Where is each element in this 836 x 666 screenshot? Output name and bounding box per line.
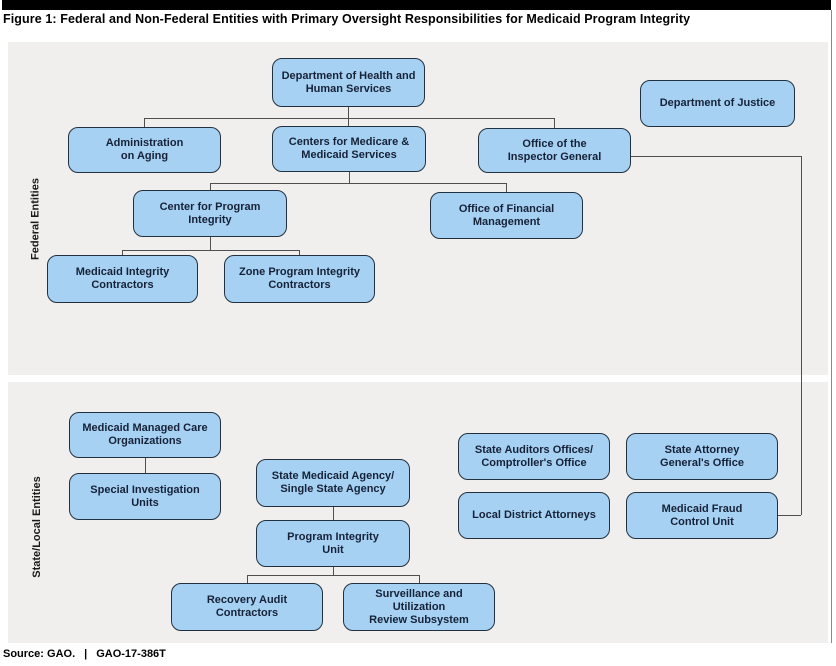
box-state-attorney-generals-office: State Attorney General's Office	[626, 433, 778, 480]
box-recovery-audit-contractors: Recovery Audit Contractors	[171, 583, 323, 631]
connector-piu-down	[333, 567, 334, 575]
box-surveillance-utilization-review-subsystem: Surveillance and Utilization Review Subs…	[343, 583, 495, 631]
connector-to-zpic	[299, 250, 300, 255]
federal-entities-label: Federal Entities	[29, 178, 42, 260]
figure-right-border	[831, 10, 832, 643]
connector-oig-mfcu-vertical	[801, 156, 802, 515]
box-zone-program-integrity-contractors: Zone Program Integrity Contractors	[224, 255, 375, 303]
connector-cms-children-rail	[210, 183, 507, 184]
box-department-of-health-and-human-services: Department of Health and Human Services	[272, 58, 425, 107]
box-office-of-financial-management: Office of Financial Management	[430, 192, 583, 239]
connector-cpi-children-rail	[122, 250, 300, 251]
source-label: Source: GAO.	[3, 648, 76, 660]
source-separator: |	[84, 648, 88, 660]
connector-sma-piu	[333, 507, 334, 520]
connector-into-mfcu	[778, 515, 801, 516]
box-center-for-program-integrity: Center for Program Integrity	[133, 190, 287, 237]
box-medicaid-fraud-control-unit: Medicaid Fraud Control Unit	[626, 492, 778, 539]
box-medicaid-managed-care-organizations: Medicaid Managed Care Organizations	[69, 412, 221, 458]
box-office-of-the-inspector-general: Office of the Inspector General	[478, 128, 631, 173]
top-black-bar	[2, 0, 831, 10]
connector-to-surs	[419, 575, 420, 583]
state-local-entities-label: State/Local Entities	[31, 476, 43, 578]
box-local-district-attorneys: Local District Attorneys	[458, 492, 610, 539]
connector-to-oig	[554, 118, 555, 128]
source-line: Source: GAO. | GAO-17-386T	[3, 648, 166, 660]
connector-dhhs-down	[348, 107, 349, 126]
box-state-medicaid-agency: State Medicaid Agency/ Single State Agen…	[256, 459, 410, 507]
connector-mmco-siu	[145, 458, 146, 473]
connector-dhhs-children-rail	[144, 118, 555, 119]
box-program-integrity-unit: Program Integrity Unit	[256, 520, 410, 567]
connector-oig-right	[631, 156, 801, 157]
box-state-auditors-comptrollers-office: State Auditors Offices/ Comptroller's Of…	[458, 433, 610, 480]
connector-to-rac	[247, 575, 248, 583]
box-centers-for-medicare-medicaid-services: Centers for Medicare & Medicaid Services	[272, 126, 426, 172]
connector-to-mic	[122, 250, 123, 255]
connector-to-aoa	[144, 118, 145, 127]
box-medicaid-integrity-contractors: Medicaid Integrity Contractors	[47, 255, 198, 303]
connector-cms-down	[349, 172, 350, 183]
connector-cpi-down	[210, 237, 211, 250]
box-special-investigation-units: Special Investigation Units	[69, 473, 221, 520]
connector-to-ofm	[506, 183, 507, 192]
report-number: GAO-17-386T	[96, 648, 166, 660]
box-department-of-justice: Department of Justice	[640, 80, 795, 127]
figure-title: Figure 1: Federal and Non-Federal Entiti…	[3, 12, 691, 26]
connector-to-cpi	[210, 183, 211, 190]
box-administration-on-aging: Administration on Aging	[68, 127, 221, 173]
connector-piu-children-rail	[247, 575, 419, 576]
